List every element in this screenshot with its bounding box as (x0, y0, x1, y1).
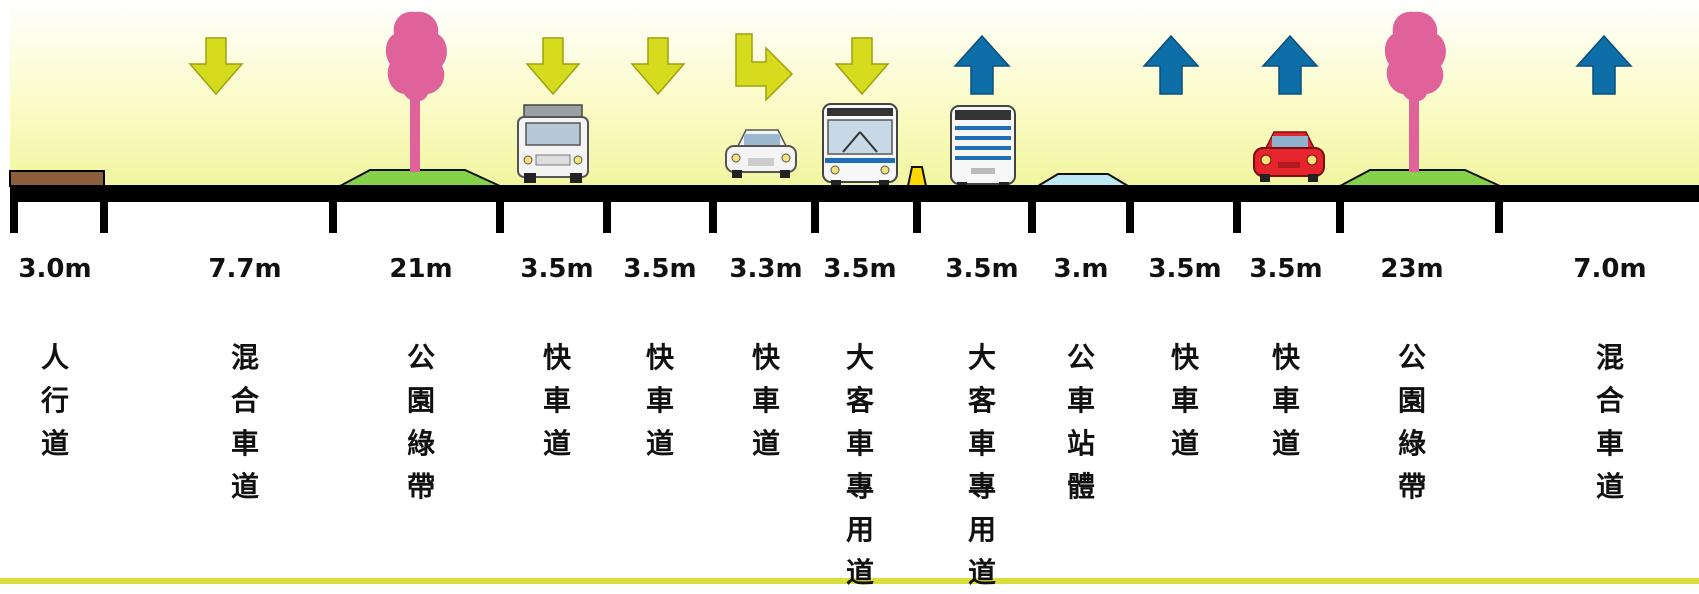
truck-icon (517, 104, 589, 183)
segment-width-12: 7.0m (1573, 254, 1647, 284)
segment-label-10: 快車道 (1271, 341, 1300, 460)
segment-width-5: 3.3m (729, 254, 803, 284)
bus-rear-icon (950, 105, 1016, 190)
segment-label-2: 公園綠帶 (406, 341, 435, 503)
tree-left-icon (385, 11, 447, 172)
segment-width-0: 3.0m (18, 254, 92, 284)
dimension-tick (1495, 200, 1503, 233)
segment-width-1: 7.7m (208, 254, 282, 284)
dimension-tick (709, 200, 717, 233)
segment-width-11: 23m (1380, 254, 1444, 284)
tree-right-icon (1384, 11, 1446, 172)
white-car-icon (725, 129, 797, 178)
up-arrow-icon (1142, 34, 1200, 95)
up-arrow-icon (1261, 34, 1319, 95)
bottom-divider (0, 578, 1699, 584)
dimension-tick (1028, 200, 1036, 233)
segment-label-1: 混合車道 (230, 341, 259, 503)
up-arrow-icon (1575, 34, 1633, 95)
road-band (10, 185, 1699, 202)
segment-width-6: 3.5m (823, 254, 897, 284)
segment-width-9: 3.5m (1148, 254, 1222, 284)
segment-width-7: 3.5m (945, 254, 1019, 284)
dimension-tick (496, 200, 504, 233)
turn-right-arrow-icon (735, 33, 794, 102)
red-car-icon (1253, 131, 1325, 182)
sidewalk-curb (9, 170, 105, 187)
dimension-tick (100, 200, 108, 233)
segment-width-4: 3.5m (623, 254, 697, 284)
dimension-tick (603, 200, 611, 233)
segment-label-12: 混合車道 (1595, 341, 1624, 503)
dimension-tick (1233, 200, 1241, 233)
segment-width-2: 21m (389, 254, 453, 284)
segment-label-3: 快車道 (542, 341, 571, 460)
dimension-tick (10, 200, 18, 233)
up-arrow-icon (953, 34, 1011, 95)
down-arrow-icon (630, 37, 686, 96)
dimension-tick (1336, 200, 1344, 233)
segment-width-10: 3.5m (1249, 254, 1323, 284)
segment-label-11: 公園綠帶 (1397, 341, 1426, 503)
segment-label-4: 快車道 (645, 341, 674, 460)
segment-label-8: 公車站體 (1066, 341, 1095, 503)
dimension-tick (329, 200, 337, 233)
segment-label-5: 快車道 (751, 341, 780, 460)
segment-label-9: 快車道 (1170, 341, 1199, 460)
segment-label-7: 大客車專用道 (967, 341, 996, 589)
bollard-icon (906, 166, 928, 187)
down-arrow-icon (834, 37, 890, 96)
segment-label-6: 大客車專用道 (845, 341, 874, 589)
segment-width-3: 3.5m (520, 254, 594, 284)
dimension-tick (913, 200, 921, 233)
bus-front-icon (822, 103, 898, 188)
down-arrow-icon (525, 37, 581, 96)
segment-label-0: 人行道 (40, 341, 69, 460)
dimension-tick (811, 200, 819, 233)
segment-width-8: 3.m (1053, 254, 1109, 284)
dimension-tick (1126, 200, 1134, 233)
down-arrow-icon (188, 37, 244, 96)
